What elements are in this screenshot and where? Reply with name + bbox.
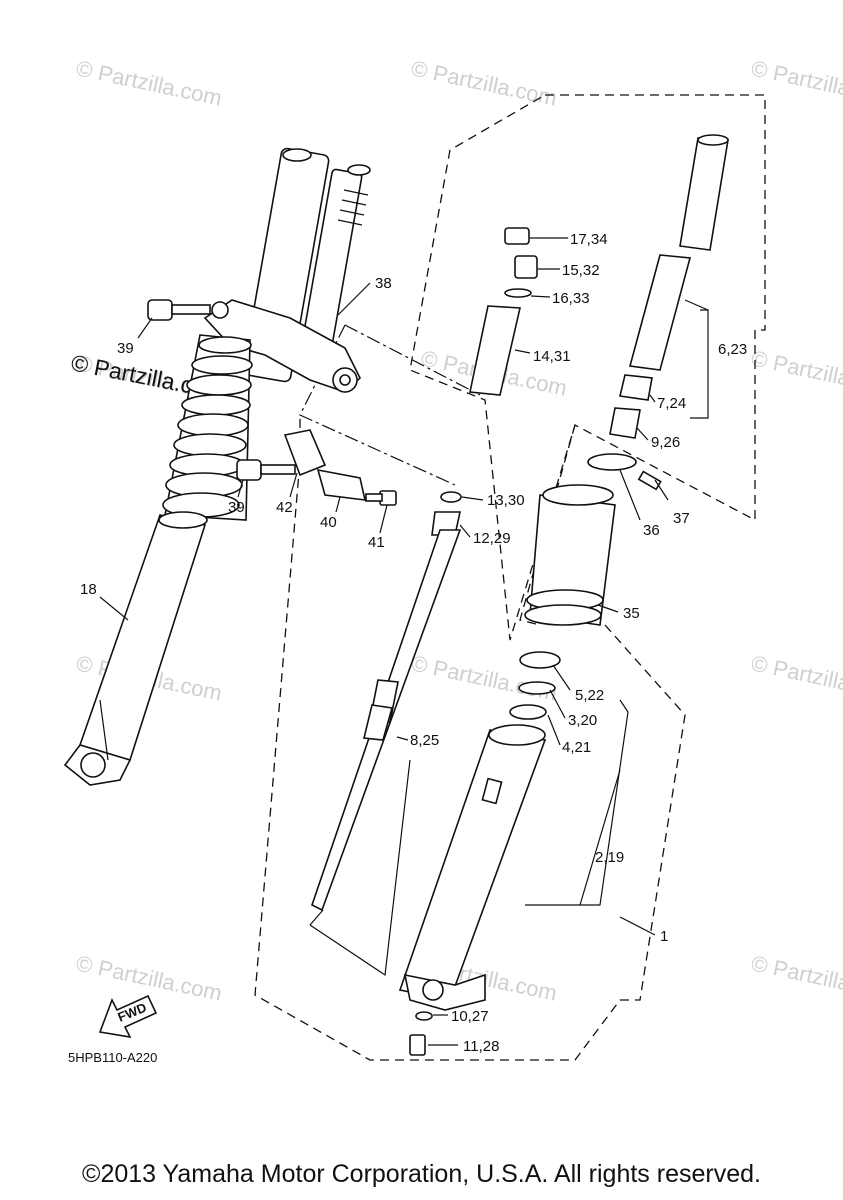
callout-8-25: 8,25 xyxy=(410,732,439,749)
fwd-arrow-icon: FWD xyxy=(98,994,158,1039)
callout-2-19: 2,19 xyxy=(595,849,624,866)
rebound-spring-8-25 xyxy=(363,679,399,741)
group-outline-lower xyxy=(254,415,686,1061)
inner-tube-top xyxy=(282,148,312,162)
washer-10-27 xyxy=(415,1011,433,1021)
bolt-37 xyxy=(637,470,662,491)
bolt-11-28 xyxy=(409,1034,426,1056)
callout-37: 37 xyxy=(673,510,690,527)
group-outline-bracket-2 xyxy=(344,324,481,396)
watermark: © Partzilla.com xyxy=(749,650,843,705)
callout-36: 36 xyxy=(643,522,660,539)
outer-tube-2-19 xyxy=(398,729,547,1001)
bracket-clamp-bolt xyxy=(339,374,351,386)
callout-16-33: 16,33 xyxy=(552,290,590,307)
stem-threads xyxy=(337,189,369,226)
callout-39-upper: 39 xyxy=(117,340,134,357)
copyright-notice: ©2013 Yamaha Motor Corporation, U.S.A. A… xyxy=(82,1160,761,1188)
callout-1: 1 xyxy=(660,928,668,945)
outer-tube-boss xyxy=(481,777,503,805)
callout-38: 38 xyxy=(375,275,392,292)
callout-40: 40 xyxy=(320,514,337,531)
callout-6-23: 6,23 xyxy=(718,341,747,358)
outer-tube-top xyxy=(158,511,208,529)
watermark: © Partzilla.com xyxy=(74,55,224,110)
fork-assembly-left xyxy=(63,147,371,786)
diagram-code: 5HPB110-A220 xyxy=(68,1050,157,1065)
callout-42: 42 xyxy=(276,499,293,516)
spacer-15-32 xyxy=(514,255,538,279)
bolt-39-lower xyxy=(236,459,296,481)
callout-41: 41 xyxy=(368,534,385,551)
callout-5-22: 5,22 xyxy=(575,687,604,704)
callout-13-30: 13,30 xyxy=(487,492,525,509)
callout-39-lower: 39 xyxy=(228,499,245,516)
callout-11-28: 11,28 xyxy=(463,1038,499,1055)
fork-boot-left xyxy=(162,334,253,521)
washer-13-30 xyxy=(440,491,462,503)
callout-18: 18 xyxy=(80,581,97,598)
inner-tube-top-right xyxy=(679,137,729,251)
oil-seal-4-21 xyxy=(509,704,547,720)
watermark: © Partzilla.com xyxy=(749,345,843,400)
callout-3-20: 3,20 xyxy=(568,712,597,729)
callout-labels: 17,34 15,32 16,33 14,31 6,23 7,24 9,26 3… xyxy=(80,231,747,1055)
callout-12-29: 12,29 xyxy=(473,530,511,547)
watermark: © Partzilla.com xyxy=(749,950,843,1005)
outer-tube-left xyxy=(78,514,207,761)
bolt-41 xyxy=(365,490,397,506)
callout-14-31: 14,31 xyxy=(533,348,571,365)
callout-35: 35 xyxy=(623,605,640,622)
callout-10-27: 10,27 xyxy=(451,1008,489,1025)
inner-tube-top-cap xyxy=(697,134,729,146)
axle-hole-left xyxy=(80,752,106,778)
guide-40 xyxy=(316,468,367,501)
leader-lines xyxy=(99,237,709,1046)
bracket-bolt-head xyxy=(211,301,229,319)
oring-16-33 xyxy=(504,288,532,298)
ring-36 xyxy=(587,453,637,471)
steering-stem-top xyxy=(347,164,371,176)
rod-end xyxy=(309,909,324,926)
bushing-7-24 xyxy=(619,374,653,401)
collar-14-31 xyxy=(469,305,521,396)
watermark: © Partzilla.com xyxy=(409,55,559,110)
callout-9-26: 9,26 xyxy=(651,434,680,451)
boot-35 xyxy=(524,484,616,626)
callout-4-21: 4,21 xyxy=(562,739,591,756)
bushing-9-26 xyxy=(609,407,641,439)
outer-tube-top-right xyxy=(488,724,546,746)
bolt-39-upper xyxy=(147,299,211,321)
cap-17-34 xyxy=(504,227,530,245)
callout-7-24: 7,24 xyxy=(657,395,686,412)
dust-seal-5-22 xyxy=(519,651,561,669)
axle-hole-right xyxy=(422,979,444,1001)
inner-tube-6-23 xyxy=(628,254,692,371)
watermark: © Partzilla.com xyxy=(749,55,843,110)
callout-17-34: 17,34 xyxy=(570,231,608,248)
callout-15-32: 15,32 xyxy=(562,262,600,279)
clamp-42 xyxy=(283,429,327,477)
circlip-3-20 xyxy=(518,681,556,695)
